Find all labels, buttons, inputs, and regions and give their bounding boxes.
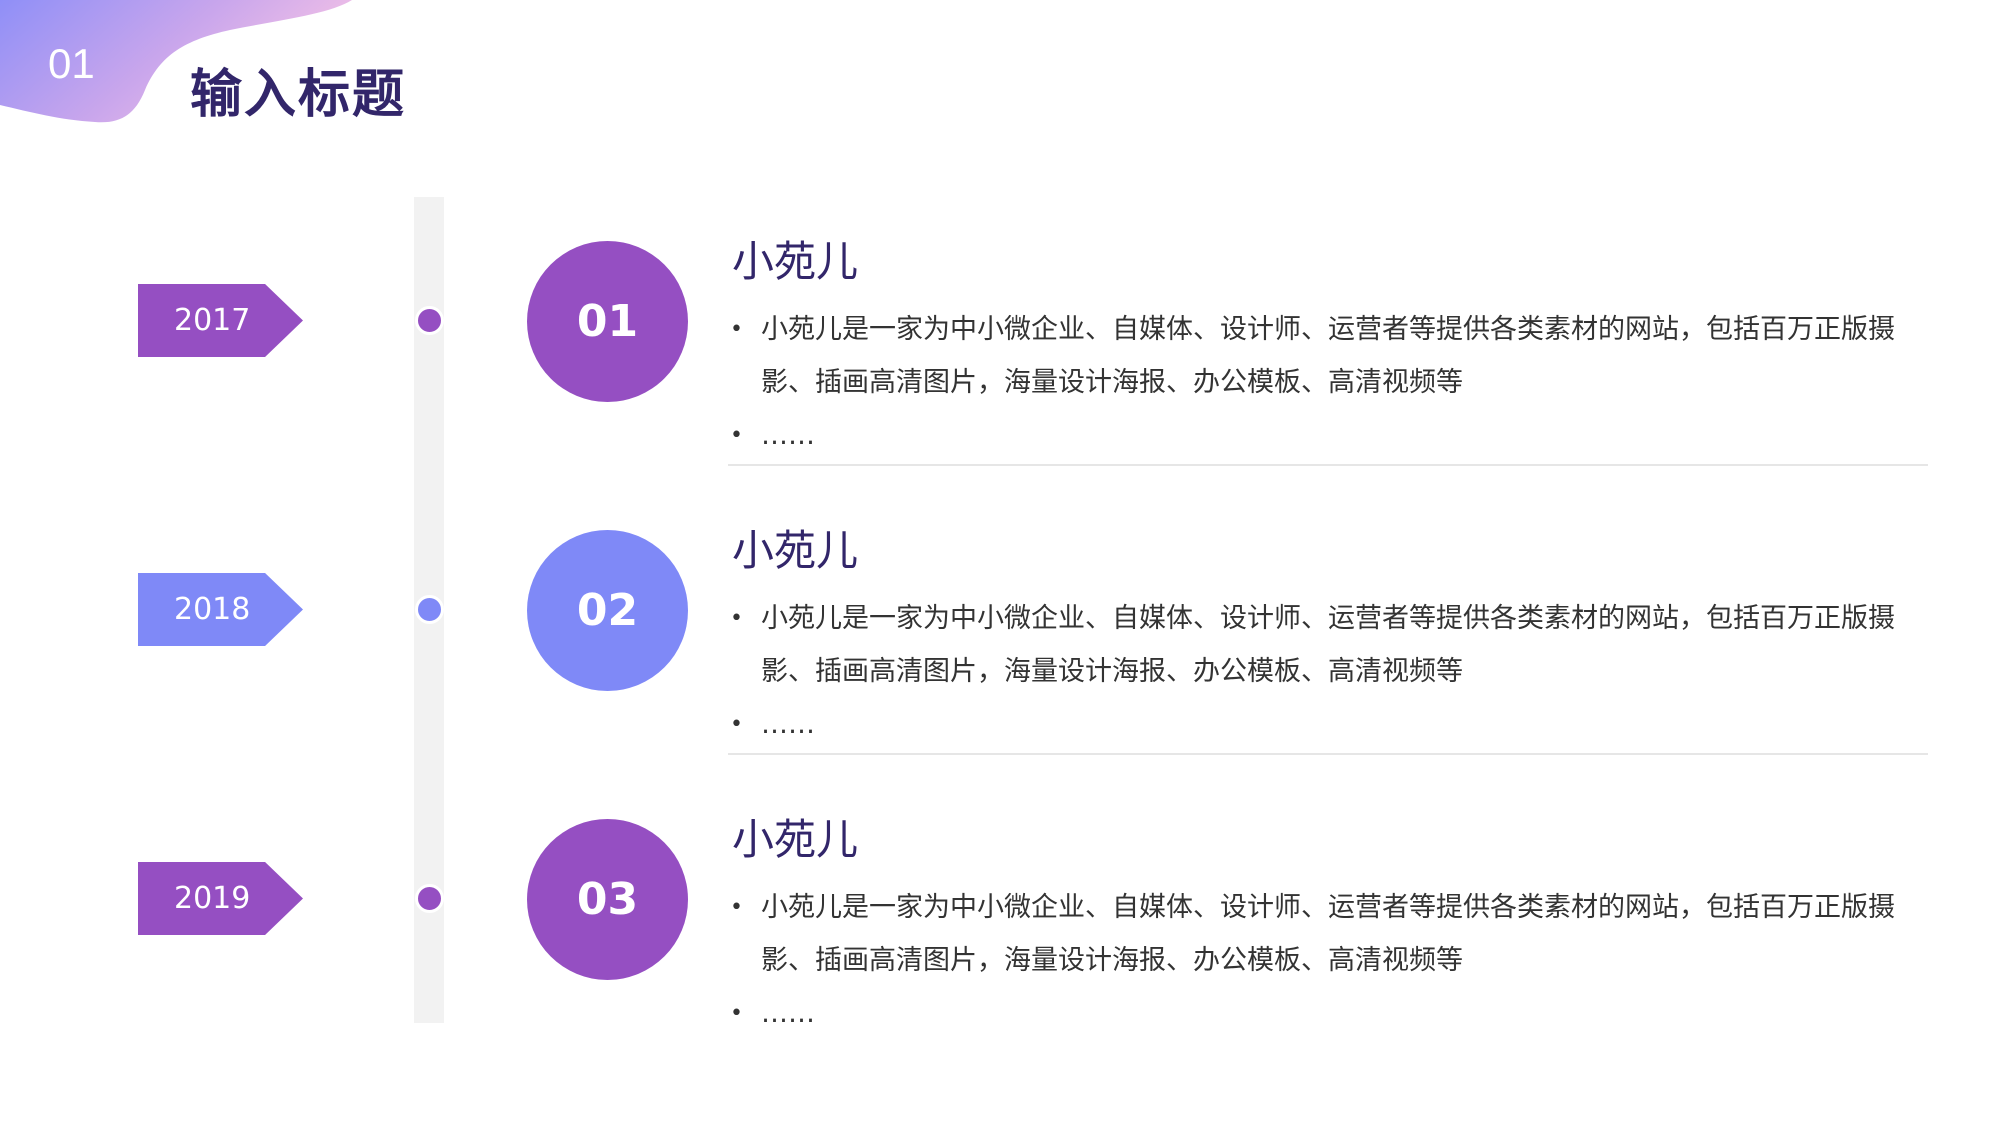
item-title: 小苑儿	[732, 237, 859, 286]
bullet-list: 小苑儿是一家为中小微企业、自媒体、设计师、运营者等提供各类素材的网站，包括百万正…	[730, 592, 1930, 751]
bullet-list: 小苑儿是一家为中小微企业、自媒体、设计师、运营者等提供各类素材的网站，包括百万正…	[730, 881, 1930, 1040]
divider	[728, 753, 1928, 755]
item-title: 小苑儿	[732, 815, 859, 864]
bullet-item: 小苑儿是一家为中小微企业、自媒体、设计师、运营者等提供各类素材的网站，包括百万正…	[730, 592, 1930, 698]
bullet-item: 小苑儿是一家为中小微企业、自媒体、设计师、运营者等提供各类素材的网站，包括百万正…	[730, 881, 1930, 987]
timeline-dot	[415, 306, 444, 335]
step-number-circle: 01	[527, 241, 688, 402]
header-gradient-blob	[0, 0, 352, 123]
bullet-item: ……	[730, 987, 1930, 1040]
bullet-list: 小苑儿是一家为中小微企业、自媒体、设计师、运营者等提供各类素材的网站，包括百万正…	[730, 303, 1930, 462]
step-number-circle: 02	[527, 530, 688, 691]
timeline-dot	[415, 595, 444, 624]
timeline-row-1: 2017 01 小苑儿 小苑儿是一家为中小微企业、自媒体、设计师、运营者等提供各…	[0, 0, 2000, 462]
timeline-row-2: 2018 02 小苑儿 小苑儿是一家为中小微企业、自媒体、设计师、运营者等提供各…	[0, 0, 2000, 751]
year-tag: 2017	[138, 284, 303, 357]
timeline-dot	[415, 884, 444, 913]
bullet-item: 小苑儿是一家为中小微企业、自媒体、设计师、运营者等提供各类素材的网站，包括百万正…	[730, 303, 1930, 409]
step-number-circle: 03	[527, 819, 688, 980]
year-tag: 2019	[138, 862, 303, 935]
page-title: 输入标题	[190, 65, 407, 125]
divider	[728, 464, 1928, 466]
year-tag: 2018	[138, 573, 303, 646]
bullet-item: ……	[730, 698, 1930, 751]
section-number: 01	[48, 40, 95, 87]
item-title: 小苑儿	[732, 526, 859, 575]
bullet-item: ……	[730, 409, 1930, 462]
timeline-row-3: 2019 03 小苑儿 小苑儿是一家为中小微企业、自媒体、设计师、运营者等提供各…	[0, 0, 2000, 1040]
